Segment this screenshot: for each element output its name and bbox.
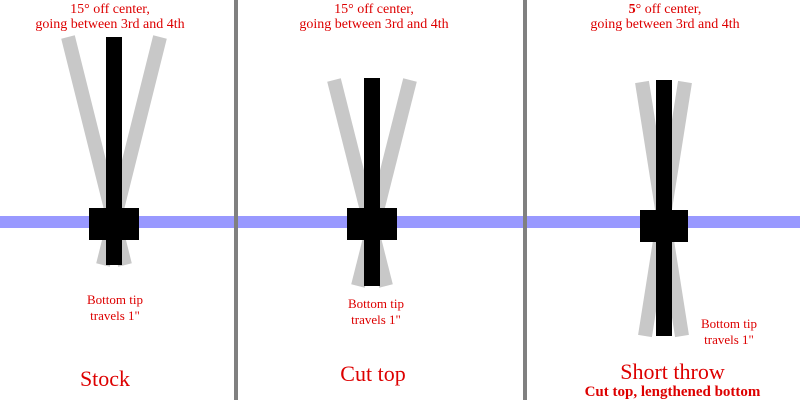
divider-left	[234, 0, 238, 400]
short-throw-angle-label: 5° off center,going between 3rd and 4th	[590, 2, 740, 33]
stock-shifter	[61, 35, 167, 267]
cut-top-lever	[364, 78, 380, 286]
divider-right	[523, 0, 527, 400]
cut-top-shifter	[327, 78, 417, 288]
short-throw-pivot-block	[640, 210, 688, 242]
short-throw-shifter	[635, 80, 692, 338]
stock-angle-label: 15° off center,going between 3rd and 4th	[35, 2, 185, 33]
horizontal-plane	[0, 216, 800, 228]
short-throw-title: Short throw	[620, 359, 725, 384]
cut-top-title: Cut top	[340, 361, 406, 386]
cut-top-pivot-block	[347, 208, 397, 240]
stock-title: Stock	[79, 366, 131, 391]
stock-pivot-block	[89, 208, 139, 240]
short-throw-lever	[656, 80, 672, 336]
short-throw-subtitle: Cut top, lengthened bottom	[584, 384, 761, 400]
cut-top-angle-label: 15° off center,going between 3rd and 4th	[299, 2, 449, 33]
